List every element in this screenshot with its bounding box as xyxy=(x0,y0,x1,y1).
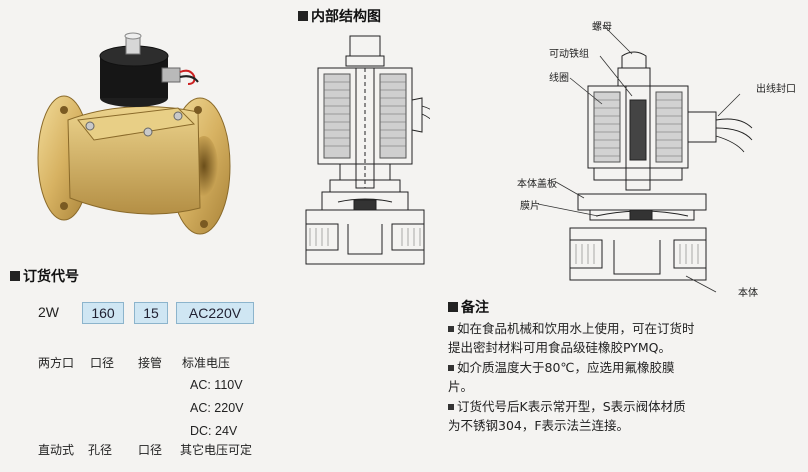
note-text: 如在食品机械和饮用水上使用，可在订货时提出密封材料可用食品级硅橡胶PYMQ。 xyxy=(448,321,695,355)
note-text: 订货代号后K表示常开型，S表示阀体材质为不锈钢304，F表示法兰连接。 xyxy=(448,399,686,433)
code-box-voltage: AC220V xyxy=(176,302,254,324)
voltage-dc24: DC: 24V xyxy=(190,424,238,438)
voltage-ac110: AC: 110V xyxy=(190,378,243,392)
callout-coil: 线圈 xyxy=(549,73,569,84)
notes-title-text: 备注 xyxy=(461,300,489,316)
bullet-square-icon xyxy=(448,326,454,332)
callout-body: 本体 xyxy=(738,288,758,299)
internal-structure-title: 内部结构图 xyxy=(298,6,381,26)
callout-body-cover: 本体盖板 xyxy=(517,179,557,190)
label-orifice: 口径 xyxy=(90,356,115,370)
notes-list: 如在食品机械和饮用水上使用，可在订货时提出密封材料可用食品级硅橡胶PYMQ。 如… xyxy=(448,320,698,437)
bullet-square-icon xyxy=(448,365,454,371)
internal-title-text: 内部结构图 xyxy=(311,9,381,25)
label-std-voltage: 标准电压 xyxy=(182,356,231,370)
title-square-icon xyxy=(10,271,20,281)
code-box-size: 160 xyxy=(82,302,124,324)
label-pipe: 接管 xyxy=(138,356,163,370)
callout-wire-outlet: 出线封口 xyxy=(756,84,796,95)
labeled-cross-section-diagram xyxy=(537,25,753,293)
notes-title: 备注 xyxy=(448,297,489,317)
label-other-voltage: 其它电压可定 xyxy=(180,443,253,457)
note-text: 如介质温度大于80℃，应选用氟橡胶膜片。 xyxy=(448,360,675,394)
bullet-square-icon xyxy=(448,404,454,410)
note-item: 如在食品机械和饮用水上使用，可在订货时提出密封材料可用食品级硅橡胶PYMQ。 xyxy=(448,320,698,357)
label-bore: 孔径 xyxy=(88,443,113,457)
title-square-icon xyxy=(448,302,458,312)
internal-structure-diagram xyxy=(305,35,430,265)
note-item: 如介质温度大于80℃，应选用氟橡胶膜片。 xyxy=(448,359,698,396)
label-direct-acting: 直动式 xyxy=(38,443,75,457)
code-box-pipe: 15 xyxy=(134,302,168,324)
product-photo xyxy=(37,32,231,235)
note-item: 订货代号后K表示常开型，S表示阀体材质为不锈钢304，F表示法兰连接。 xyxy=(448,398,698,435)
callout-nut: 螺母 xyxy=(592,22,612,33)
voltage-ac220: AC: 220V xyxy=(190,401,244,415)
ordering-title-text: 订货代号 xyxy=(23,269,79,285)
label-two-way: 两方口 xyxy=(38,356,75,370)
callout-movable-core: 可动铁组 xyxy=(549,49,589,60)
title-square-icon xyxy=(298,11,308,21)
label-port: 口径 xyxy=(138,443,163,457)
ordering-code-title: 订货代号 xyxy=(10,266,79,286)
code-prefix: 2W xyxy=(38,304,59,320)
callout-diaphragm: 膜片 xyxy=(520,201,540,212)
